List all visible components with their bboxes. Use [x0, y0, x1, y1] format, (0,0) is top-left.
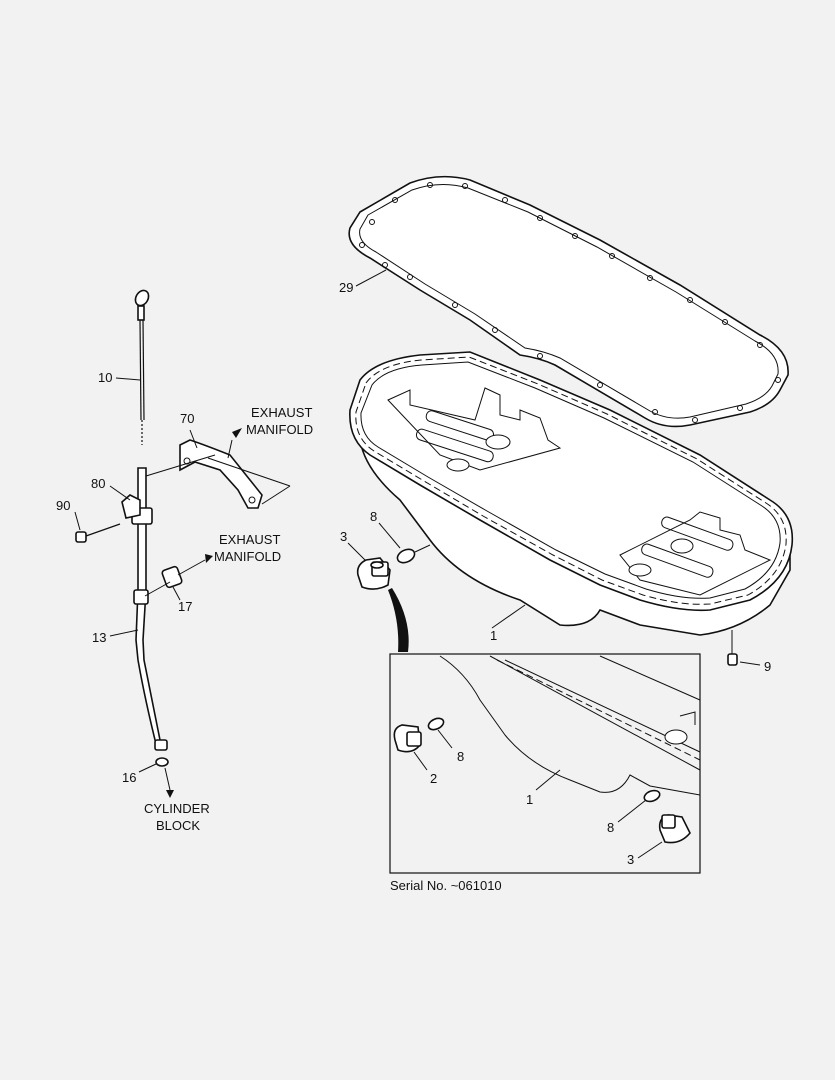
callout-29: 29 [339, 280, 353, 295]
inset-callout-2: 2 [430, 771, 437, 786]
inset-callout-8a: 8 [457, 749, 464, 764]
callout-8: 8 [370, 509, 377, 524]
inset-o-ring-a [427, 717, 445, 731]
oil-pan-bolt [727, 630, 738, 666]
inset-callout-3: 3 [627, 852, 634, 867]
callout-9: 9 [764, 659, 771, 674]
callout-90: 90 [56, 498, 70, 513]
cylinder-block-label: CYLINDER BLOCK [144, 801, 213, 833]
oil-pan [349, 351, 794, 636]
serial-number-note: Serial No. ~061010 [390, 878, 502, 893]
inset-pointer-arrow [388, 588, 409, 652]
oil-level-gauge-guide [131, 467, 168, 751]
serial-inset-frame [389, 653, 701, 874]
gauge-bracket [179, 439, 263, 509]
inset-drain-plug-2 [393, 724, 422, 753]
callout-16: 16 [122, 770, 136, 785]
callout-70: 70 [180, 411, 194, 426]
gasket-bolt-holes [359, 182, 781, 423]
drain-plug-o-ring [396, 548, 416, 564]
callout-80: 80 [91, 476, 105, 491]
callout-1: 1 [490, 628, 497, 643]
oil-level-gauge [134, 289, 150, 445]
inset-drain-plug-3 [658, 814, 691, 844]
exhaust-manifold-label-2: EXHAUST MANIFOLD [214, 532, 284, 564]
exhaust-manifold-label-1: EXHAUST MANIFOLD [246, 405, 316, 437]
callout-3: 3 [340, 529, 347, 544]
clamp [121, 494, 141, 519]
bracket-bolt [75, 523, 121, 543]
callout-17: 17 [178, 599, 192, 614]
drain-plug [356, 557, 391, 590]
callout-10: 10 [98, 370, 112, 385]
gauge-o-ring [155, 757, 169, 767]
inset-callout-1: 1 [526, 792, 533, 807]
callout-13: 13 [92, 630, 106, 645]
inset-o-ring-b [643, 789, 661, 803]
oil-pan-gasket [348, 175, 789, 428]
inset-callout-8b: 8 [607, 820, 614, 835]
inset-oil-pan [439, 655, 701, 796]
